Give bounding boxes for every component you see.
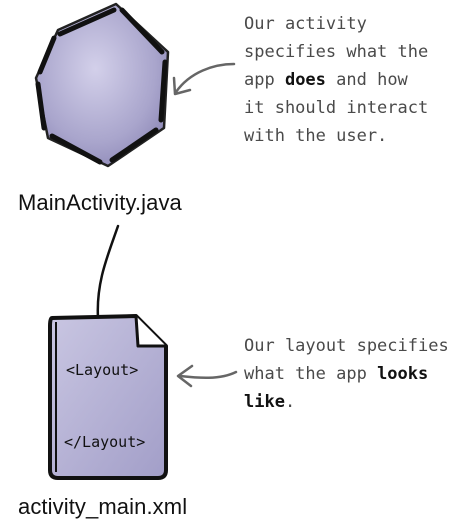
activity-note-emphasis: does (284, 70, 326, 90)
connector-line (96, 224, 120, 320)
layout-note-line-1: Our layout specifies (244, 336, 449, 356)
activity-note-line-3-pre: app (244, 70, 285, 90)
layout-note: Our layout specifies what the app looks … (244, 332, 449, 416)
activity-file-label: MainActivity.java (18, 190, 182, 215)
layout-note-line-2-pre: what the app (244, 364, 378, 384)
activity-note: Our activity specifies what the app does… (244, 10, 428, 150)
activity-note-line-3-post: and how (325, 70, 408, 90)
layout-note-emphasis: looks (377, 364, 429, 384)
activity-note-line-5: with the user. (244, 126, 388, 146)
activity-note-line-2: specifies what the (244, 42, 429, 62)
activity-hexagon-icon (34, 2, 170, 168)
layout-document-icon (48, 314, 168, 480)
layout-note-line-3-post: . (284, 392, 296, 412)
layout-open-tag: <Layout> (66, 361, 139, 379)
layout-arrow-icon (176, 364, 238, 388)
layout-file-label: activity_main.xml (18, 494, 188, 519)
activity-note-line-1: Our activity (244, 14, 367, 34)
activity-arrow-icon (172, 62, 236, 96)
layout-close-tag: </Layout> (64, 433, 146, 451)
layout-note-emphasis-2: like (244, 392, 285, 412)
activity-note-line-4: it should interact (244, 98, 429, 118)
